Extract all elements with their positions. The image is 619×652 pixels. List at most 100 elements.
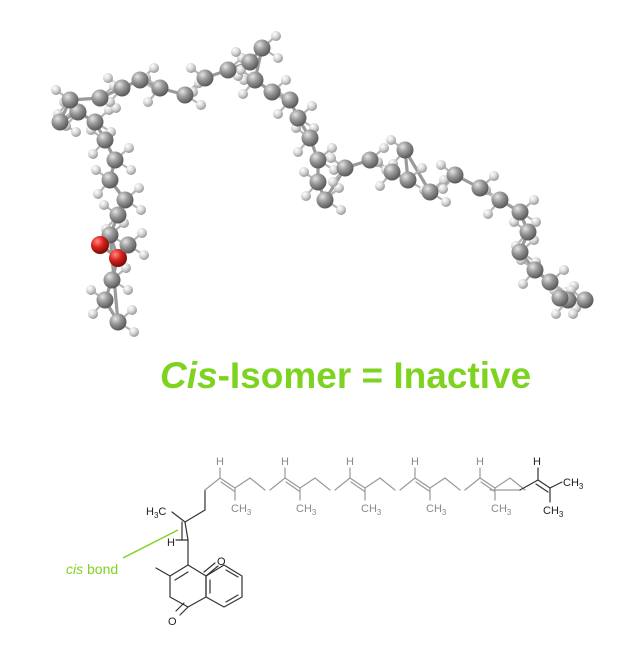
carbon-atom xyxy=(61,91,79,109)
carbon-atom xyxy=(131,71,149,89)
hydrogen-atom xyxy=(91,165,101,175)
cis-bond-label: cis bond xyxy=(66,561,118,577)
carbon-atom xyxy=(289,109,307,127)
carbon-atom xyxy=(51,113,69,131)
carbon-atom xyxy=(113,79,131,97)
hydrogen-atom xyxy=(293,147,303,157)
svg-text:H: H xyxy=(167,537,175,549)
svg-text:O: O xyxy=(168,616,177,628)
chain-bond xyxy=(220,481,235,492)
carbon-atom xyxy=(541,273,559,291)
carbon-atom xyxy=(96,291,114,309)
chain-bond xyxy=(349,477,366,489)
hydrogen-atom xyxy=(238,89,248,99)
title: Cis-Isomer = Inactive xyxy=(160,355,531,396)
carbon-atom xyxy=(263,83,281,101)
carbon-atom xyxy=(361,151,379,169)
ball-and-stick-model xyxy=(51,31,594,337)
carbon-atom xyxy=(316,191,334,209)
hydrogen-atom xyxy=(273,53,283,63)
oxygen-atom xyxy=(109,249,127,267)
chain-bond xyxy=(219,477,236,489)
carbon-atom xyxy=(116,191,134,209)
hydrogen-atom xyxy=(531,217,541,227)
hydrogen-atom xyxy=(568,309,578,319)
carbon-atom xyxy=(399,171,417,189)
hydrogen-atom xyxy=(139,250,149,260)
carbon-atom xyxy=(309,151,327,169)
hydrogen-atom xyxy=(307,101,317,111)
hydrogen-atom xyxy=(88,309,98,319)
hydrogen-atom xyxy=(271,31,281,41)
hydrogen-atom xyxy=(88,149,98,159)
hydrogen-atom xyxy=(559,265,569,275)
carbon-atom xyxy=(446,166,464,184)
chain-bond xyxy=(284,477,301,489)
carbon-atom xyxy=(471,179,489,197)
hydrogen-atom xyxy=(93,189,103,199)
hydrogen-atom xyxy=(124,143,134,153)
chain-bond xyxy=(414,477,431,489)
carbon-atom xyxy=(96,131,114,149)
chain-bond xyxy=(299,477,316,489)
carbon-atom xyxy=(511,243,529,261)
title-rest: -Isomer = Inactive xyxy=(218,355,532,396)
chain-bond xyxy=(415,481,430,492)
hydrogen-atom xyxy=(127,305,137,315)
chain-bond xyxy=(269,477,286,491)
chain-label: H xyxy=(346,456,354,468)
chain-bond xyxy=(399,477,416,491)
carbon-atom xyxy=(103,271,121,289)
carbon-atom xyxy=(421,183,439,201)
chain-label: H xyxy=(216,456,224,468)
chain-bond xyxy=(249,477,266,491)
carbon-atom xyxy=(491,191,509,209)
carbon-atom xyxy=(526,261,544,279)
hydrogen-atom xyxy=(143,97,153,107)
hydrogen-atom xyxy=(336,205,346,215)
first-isoprene-unit: H H3C xyxy=(146,489,206,549)
hydrogen-atom xyxy=(121,263,131,273)
carbon-atom xyxy=(106,151,124,169)
hydrogen-atom xyxy=(326,153,336,163)
chain-label: CH3 xyxy=(231,503,252,517)
terminal-ch3-a: CH3 xyxy=(563,477,584,491)
hydrogen-atom xyxy=(436,160,446,170)
hydrogen-atom xyxy=(379,143,389,153)
chain-bond xyxy=(234,477,251,489)
chain-bond xyxy=(464,477,481,491)
chain-bond xyxy=(429,477,446,489)
chain-bond xyxy=(479,477,496,489)
oxygen-atom xyxy=(91,236,109,254)
hydrogen-atom xyxy=(86,285,96,295)
hydrogen-atom xyxy=(483,209,493,219)
chain-bond xyxy=(350,481,365,492)
hydrogen-atom xyxy=(134,183,144,193)
carbon-atom xyxy=(91,89,109,107)
naphthoquinone: O O xyxy=(155,539,243,628)
hydrogen-atom xyxy=(103,73,113,83)
chain-bond xyxy=(379,477,396,491)
carbon-atom xyxy=(253,39,271,57)
carbon-atom xyxy=(301,129,319,147)
carbon-atom xyxy=(519,223,537,241)
hydrogen-atom xyxy=(137,228,147,238)
hydrogen-atom xyxy=(551,309,561,319)
hydrogen-atom xyxy=(439,175,449,185)
chain-bond xyxy=(444,477,461,491)
carbon-atom xyxy=(246,71,264,89)
hydrogen-atom xyxy=(281,75,291,85)
carbon-atom xyxy=(551,289,569,307)
carbon-atom xyxy=(241,53,259,71)
svg-text:H: H xyxy=(533,456,541,468)
carbon-atom xyxy=(109,206,127,224)
svg-text:O: O xyxy=(217,556,226,568)
title-italic: Cis xyxy=(160,355,218,396)
terminal-isoprene-unit: H CH3 CH3 xyxy=(519,456,584,519)
carbon-atom xyxy=(109,313,127,331)
hydrogen-atom xyxy=(328,177,338,187)
hydrogen-atom xyxy=(273,109,283,119)
carbon-atom xyxy=(396,141,414,159)
hydrogen-atom xyxy=(327,143,337,153)
hydrogen-atom xyxy=(375,181,385,191)
